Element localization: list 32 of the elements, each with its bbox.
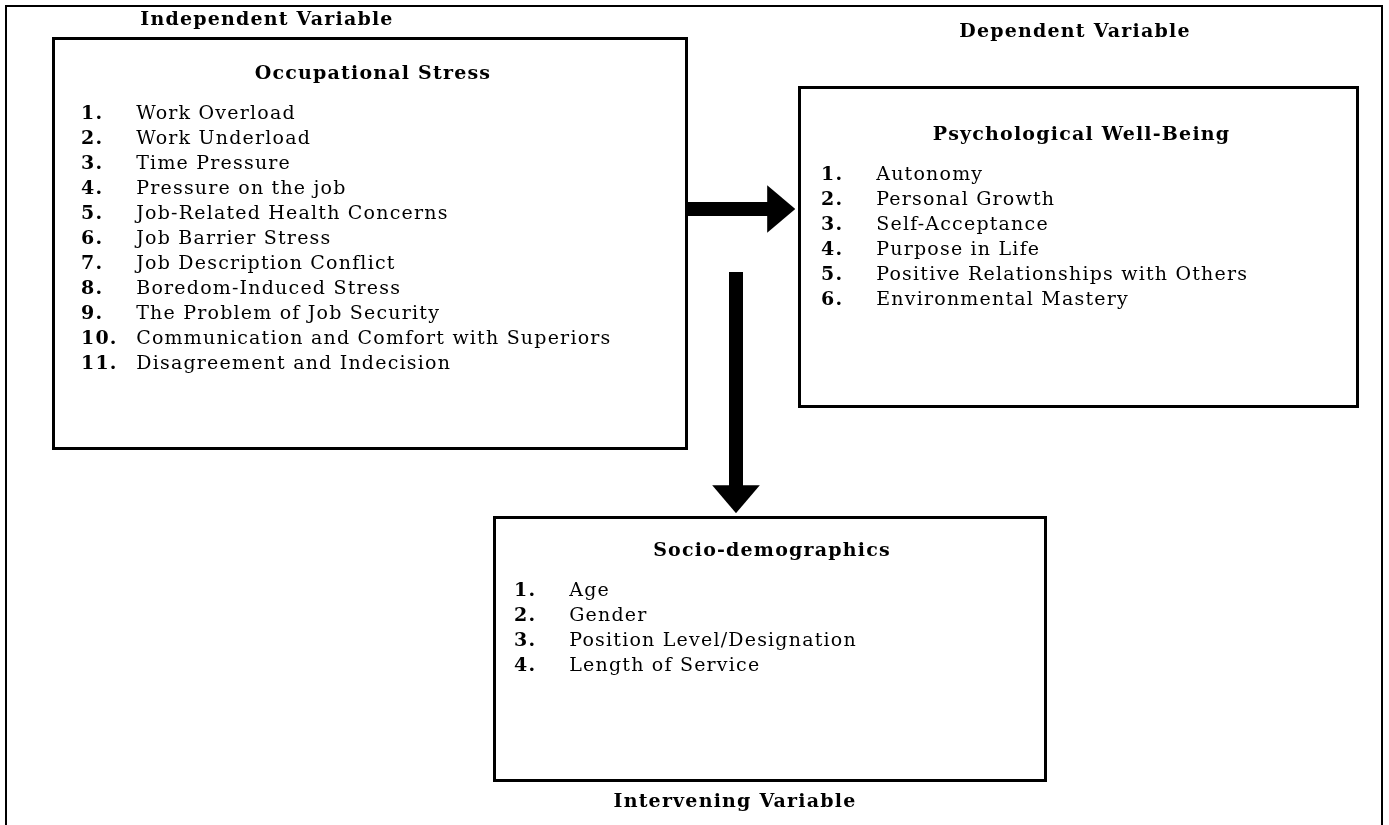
list-item: 5. Job-Related Health Concerns [81, 200, 450, 225]
list-item: 4. Pressure on the job [81, 175, 348, 200]
list-item: 6. Environmental Mastery [821, 286, 1130, 311]
list-item: 3. Self-Acceptance [821, 211, 1050, 236]
list-item: 4. Length of Service [514, 652, 762, 677]
variable-box [798, 86, 1359, 408]
box-heading: Occupational Stress [253, 60, 493, 85]
arrow [688, 185, 796, 233]
arrow [712, 272, 760, 514]
variable-heading: Independent Variable [139, 6, 395, 31]
list-item: 3. Time Pressure [81, 150, 293, 175]
variable-box [52, 37, 688, 450]
list-item: 2. Work Underload [81, 125, 313, 150]
list-item: 9. The Problem of Job Security [81, 300, 442, 325]
variable-heading: Intervening Variable [612, 788, 858, 813]
list-item: 2. Gender [514, 602, 649, 627]
list-item: 4. Purpose in Life [821, 236, 1042, 261]
list-item: 6. Job Barrier Stress [81, 225, 333, 250]
list-item: 5. Positive Relationships with Others [821, 261, 1250, 286]
list-item: 8. Boredom-Induced Stress [81, 275, 403, 300]
list-item: 7. Job Description Conflict [81, 250, 397, 275]
list-item: 1. Age [514, 577, 611, 602]
variable-heading: Dependent Variable [958, 18, 1192, 43]
box-heading: Psychological Well-Being [931, 121, 1232, 146]
variable-box [493, 516, 1047, 782]
list-item: 1. Work Overload [81, 100, 297, 125]
box-heading: Socio-demographics [652, 537, 892, 562]
list-item: 10. Communication and Comfort with Superiors [81, 325, 613, 350]
list-item: 3. Position Level/Designation [514, 627, 858, 652]
list-item: 2. Personal Growth [821, 186, 1057, 211]
list-item: 11. Disagreement and Indecision [81, 350, 453, 375]
list-item: 1. Autonomy [821, 161, 985, 186]
